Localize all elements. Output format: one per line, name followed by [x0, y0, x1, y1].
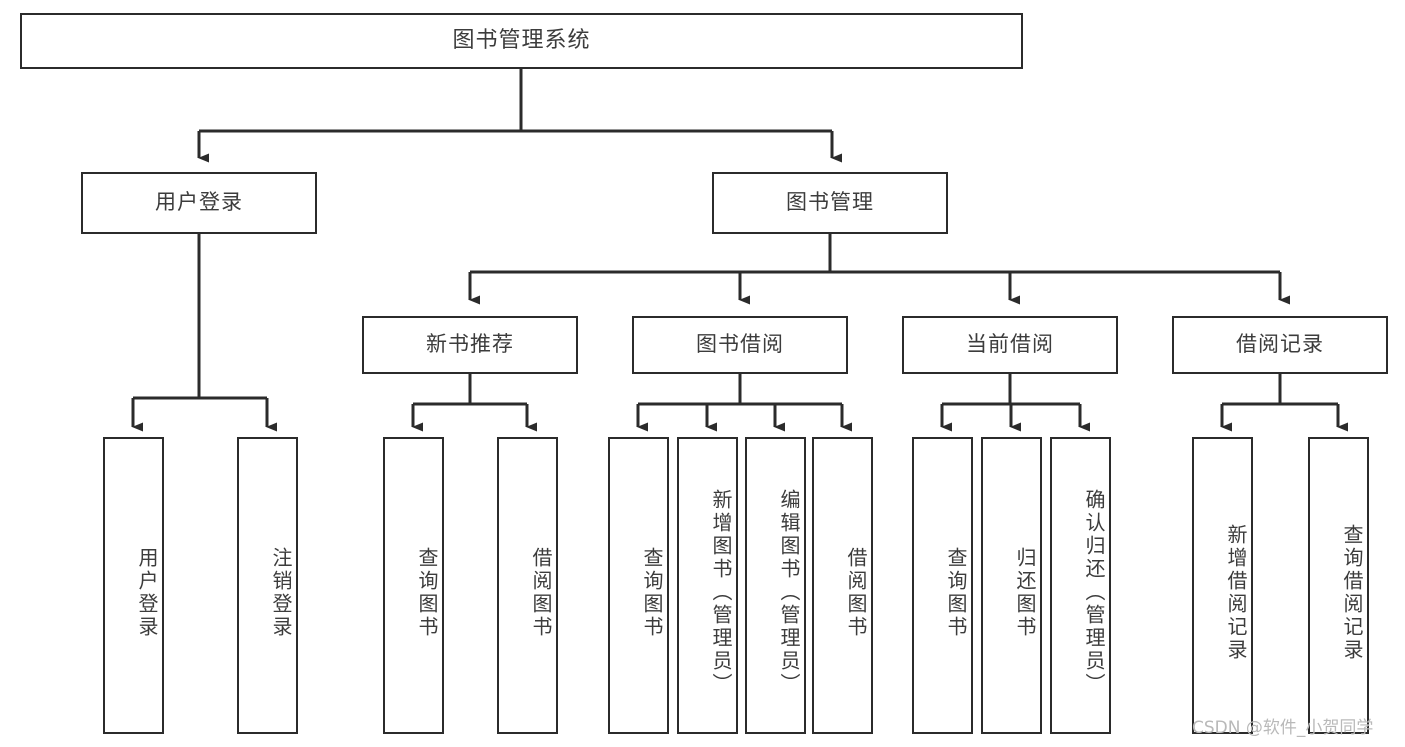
node-label: 借阅图书: [844, 546, 868, 639]
leaf-current-confirm-return[interactable]: 确认归还（管理员）: [1050, 437, 1111, 734]
node-label: 新书推荐: [426, 332, 514, 357]
leaf-user-login-login[interactable]: 用户登录: [103, 437, 164, 734]
leaf-current-query-book[interactable]: 查询图书: [912, 437, 973, 734]
node-label: 编辑图书（管理员）: [777, 489, 801, 696]
node-label: 查询图书: [640, 546, 664, 639]
node-root-system[interactable]: 图书管理系统: [20, 13, 1023, 69]
node-label: 图书管理: [786, 190, 874, 215]
node-book-management[interactable]: 图书管理: [712, 172, 948, 234]
leaf-user-login-logout[interactable]: 注销登录: [237, 437, 298, 734]
leaf-borrow-add-book[interactable]: 新增图书（管理员）: [677, 437, 738, 734]
node-label: 注销登录: [269, 546, 293, 639]
node-label: 用户登录: [135, 546, 159, 639]
leaf-borrow-query-book[interactable]: 查询图书: [608, 437, 669, 734]
leaf-current-return-book[interactable]: 归还图书: [981, 437, 1042, 734]
node-label: 新增图书（管理员）: [709, 489, 733, 696]
leaf-new-book-query[interactable]: 查询图书: [383, 437, 444, 734]
leaf-record-add[interactable]: 新增借阅记录: [1192, 437, 1253, 734]
node-borrow-record[interactable]: 借阅记录: [1172, 316, 1388, 374]
node-label: 当前借阅: [966, 332, 1054, 357]
leaf-borrow-edit-book[interactable]: 编辑图书（管理员）: [745, 437, 806, 734]
leaf-new-book-borrow[interactable]: 借阅图书: [497, 437, 558, 734]
node-label: 查询图书: [415, 546, 439, 639]
node-label: 图书借阅: [696, 332, 784, 357]
node-label: 借阅图书: [529, 546, 553, 639]
node-label: 查询借阅记录: [1340, 523, 1364, 662]
node-label: 图书管理系统: [452, 27, 591, 53]
csdn-watermark: CSDN @软件_小贺同学: [1192, 718, 1374, 738]
node-label: 用户登录: [155, 190, 243, 215]
leaf-borrow-borrow-book[interactable]: 借阅图书: [812, 437, 873, 734]
node-label: 查询图书: [944, 546, 968, 639]
node-label: 新增借阅记录: [1224, 523, 1248, 662]
node-label: 借阅记录: [1236, 332, 1324, 357]
node-user-login[interactable]: 用户登录: [81, 172, 317, 234]
node-label: 归还图书: [1013, 546, 1037, 639]
node-new-book-recommend[interactable]: 新书推荐: [362, 316, 578, 374]
node-book-borrow[interactable]: 图书借阅: [632, 316, 848, 374]
node-current-borrow[interactable]: 当前借阅: [902, 316, 1118, 374]
leaf-record-query[interactable]: 查询借阅记录: [1308, 437, 1369, 734]
node-label: 确认归还（管理员）: [1082, 489, 1106, 696]
